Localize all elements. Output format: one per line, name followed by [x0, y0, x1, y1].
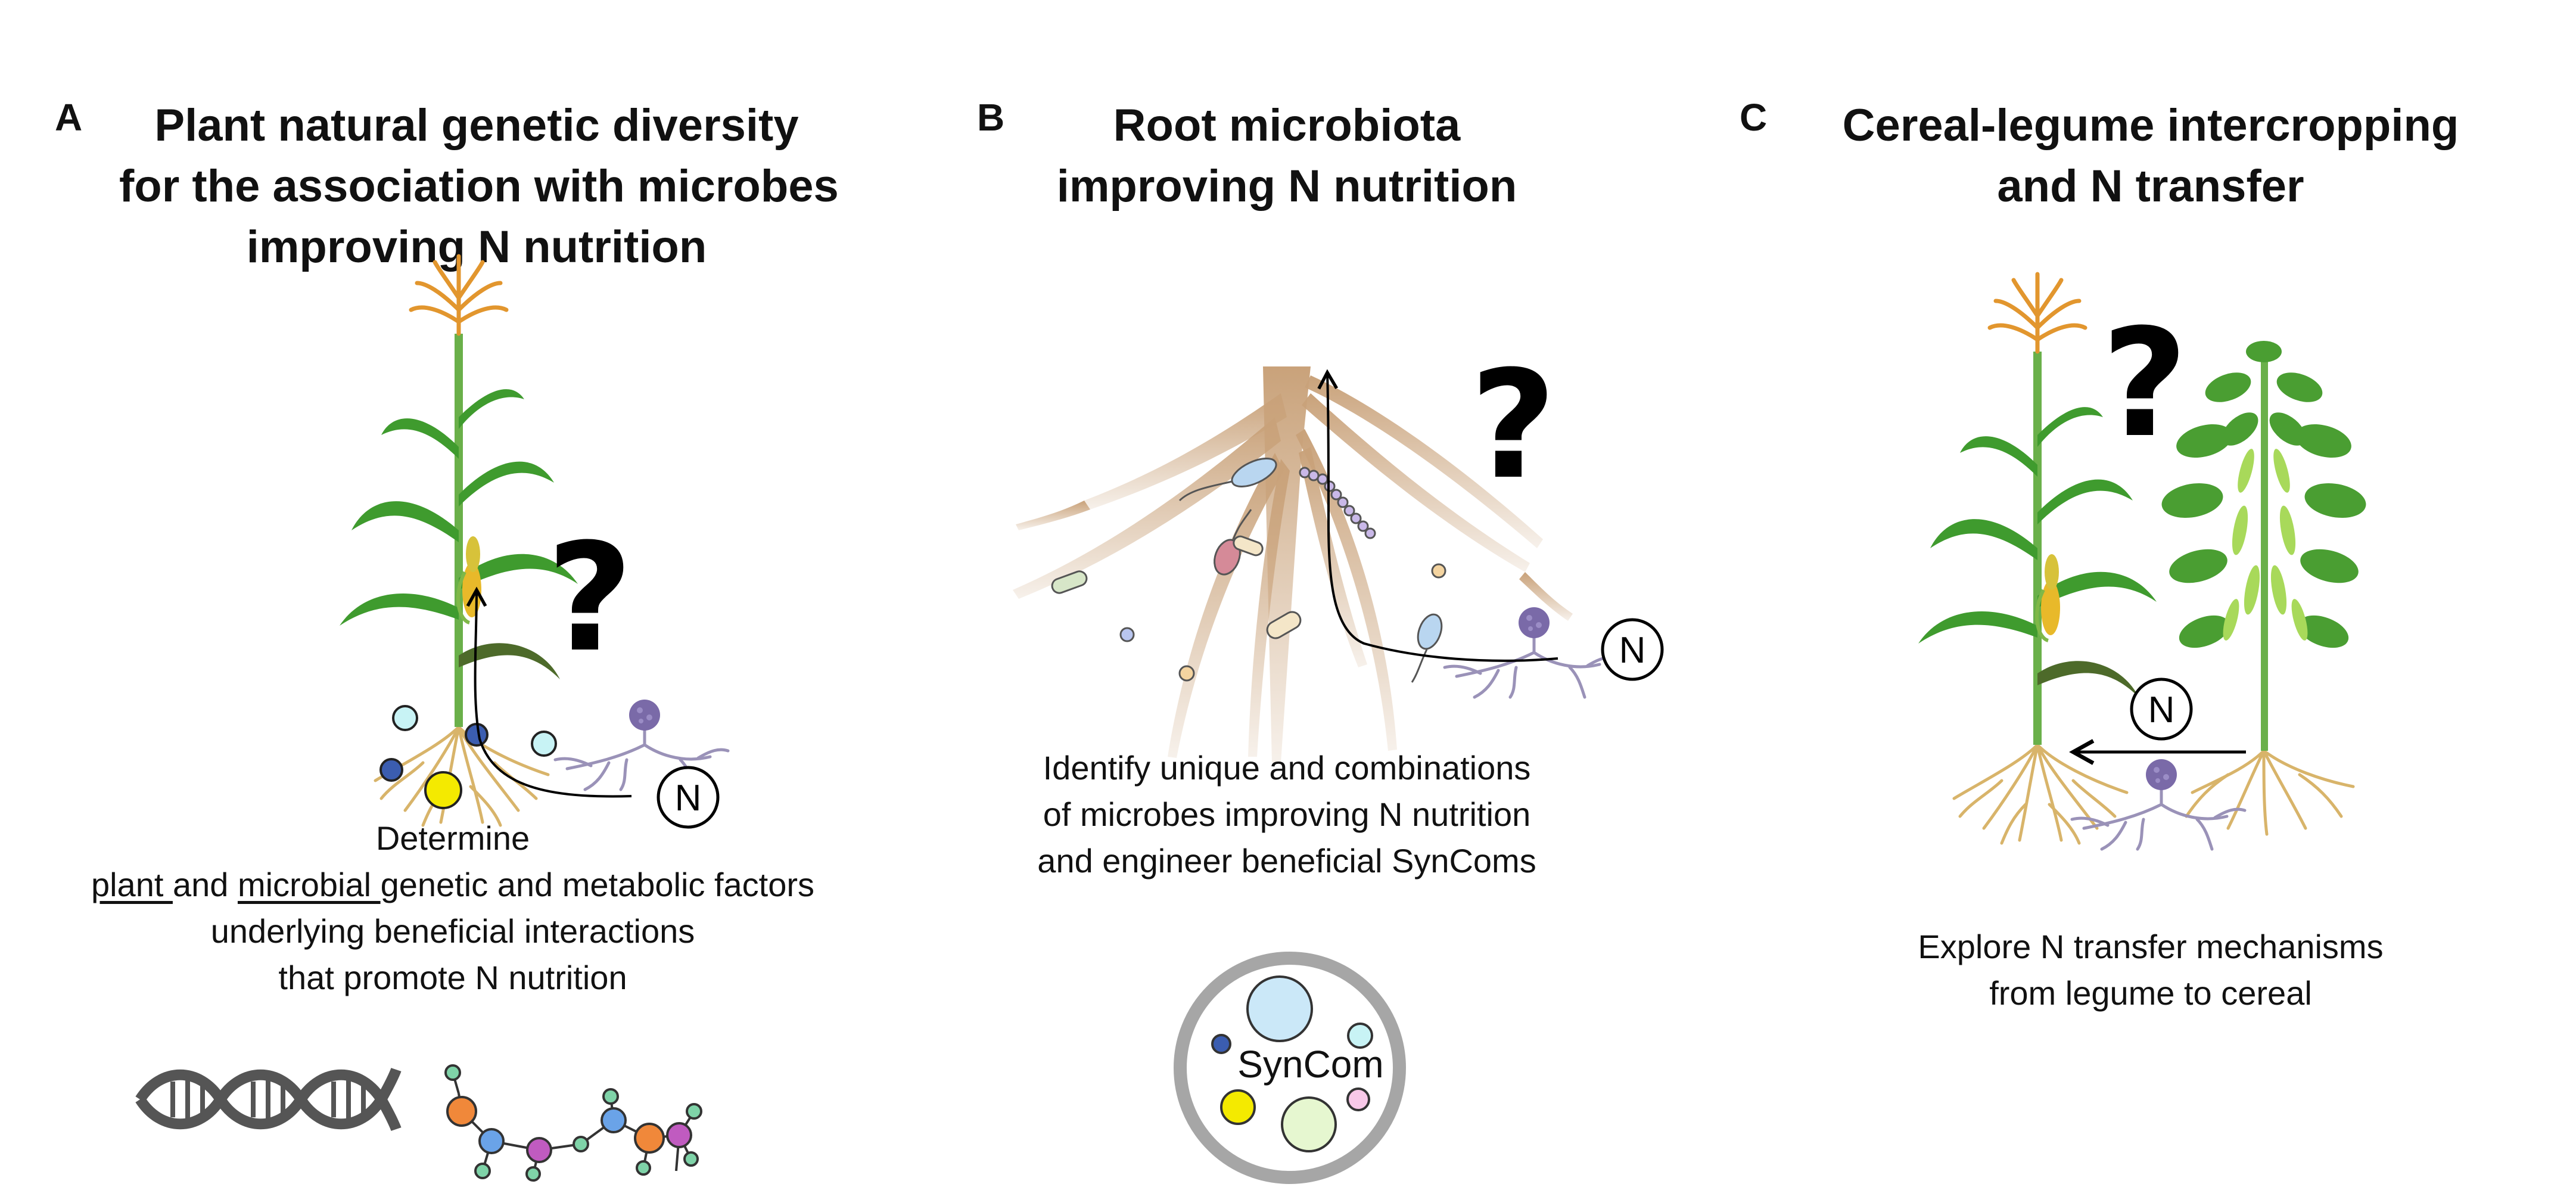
- panel-a-title-line: for the association with microbes: [119, 161, 839, 212]
- caption-line: Identify unique and combinations: [1043, 749, 1531, 787]
- panel-c-title: Cereal-legume intercropping and N transf…: [1823, 95, 2478, 217]
- panel-a-letter: A: [55, 96, 83, 139]
- dna-helix-icon: [135, 1067, 402, 1132]
- panel-c-caption: Explore N transfer mechanisms from legum…: [1823, 924, 2478, 1017]
- panel-c-letter: C: [1740, 96, 1768, 139]
- panel-b-title: Root microbiota improving N nutrition: [989, 95, 1585, 217]
- panel-c-title-line: and N transfer: [1997, 161, 2304, 212]
- n-nutrient-circle: [1601, 618, 1664, 681]
- soybean-plant-icon: [2161, 341, 2366, 836]
- question-mark: ?: [2101, 297, 2188, 470]
- n-nutrient-label: N: [1619, 630, 1646, 671]
- n-nutrient-label: N: [2148, 689, 2175, 731]
- caption-underlined-microbial: microbial: [237, 866, 381, 903]
- caption-underlined-plant: plant: [91, 866, 173, 903]
- question-mark: ?: [546, 511, 633, 685]
- panel-b-title-line: improving N nutrition: [1056, 161, 1517, 212]
- bacteria-icon: [379, 705, 557, 809]
- panel-a-title: Plant natural genetic diversity for the …: [119, 95, 839, 278]
- syncom-dish-icon: SynCom: [1174, 952, 1406, 1184]
- caption-line: Explore N transfer mechanisms: [1918, 928, 2384, 965]
- fungus-icon: [1445, 607, 1617, 697]
- caption-line: that promote N nutrition: [278, 959, 627, 996]
- panel-c-title-line: Cereal-legume intercropping: [1842, 100, 2459, 151]
- syncom-label: SynCom: [1237, 1043, 1383, 1086]
- n-nutrient-circle: [2130, 678, 2193, 741]
- n-nutrient-circle: [657, 766, 720, 829]
- caption-line: of microbes improving N nutrition: [1043, 796, 1531, 833]
- caption-line: Determine: [375, 819, 530, 857]
- panel-b-caption: Identify unique and combinations of micr…: [929, 745, 1644, 884]
- caption-line: and engineer beneficial SynComs: [1037, 842, 1536, 880]
- caption-text: and: [172, 866, 238, 903]
- n-nutrient-label: N: [675, 778, 702, 819]
- caption-text: genetic and metabolic factors: [380, 866, 815, 903]
- caption-line: from legume to cereal: [1989, 974, 2312, 1012]
- bacteria-icon: [1051, 458, 1446, 683]
- fungus-icon: [2072, 759, 2245, 849]
- n-flow-arrow: [1317, 369, 1558, 662]
- caption-line: underlying beneficial interactions: [210, 912, 695, 950]
- panel-a-title-line: Plant natural genetic diversity: [154, 100, 799, 151]
- caption-line: plant and microbial genetic and metaboli…: [36, 862, 870, 908]
- panel-a-caption: Determine plant and microbial genetic an…: [36, 815, 870, 1001]
- panel-a-title-line: improving N nutrition: [246, 222, 707, 272]
- n-flow-arrow: [466, 586, 632, 798]
- metabolite-network-icon: [444, 1064, 702, 1182]
- panel-b-letter: B: [977, 96, 1005, 139]
- question-mark: ?: [1470, 338, 1556, 512]
- panel-b-title-line: Root microbiota: [1113, 100, 1461, 151]
